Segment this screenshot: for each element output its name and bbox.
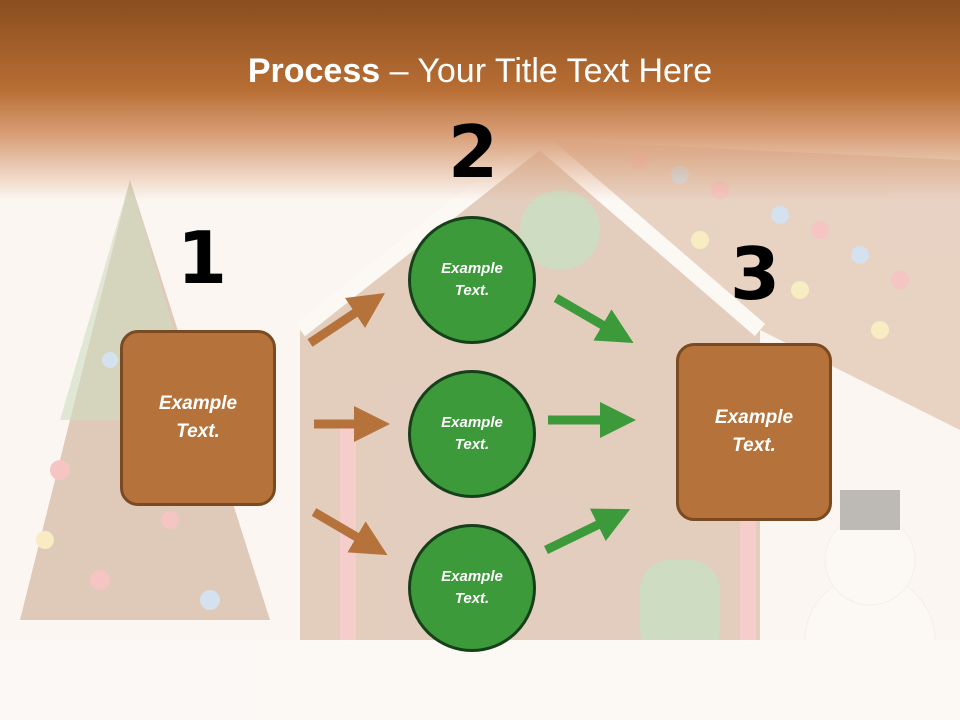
title-bold-part: Process — [247, 52, 381, 90]
arrow-right-down-green — [553, 294, 634, 344]
circle-middle-label: Example Text. — [441, 413, 503, 454]
left-text-box: Example Text. — [120, 330, 276, 506]
slide-title: Process – Your Title Text Here — [0, 52, 960, 91]
right-text-box: Example Text. — [676, 343, 832, 521]
circle-bottom: Example Text. — [408, 524, 536, 652]
step-number-3: 3 — [730, 232, 781, 316]
circle-top: Example Text. — [408, 216, 536, 344]
title-band — [0, 0, 960, 200]
right-box-label: Example Text. — [714, 406, 794, 457]
left-box-label: Example Text. — [158, 392, 238, 443]
circle-bottom-label: Example Text. — [441, 567, 503, 608]
step-number-2: 2 — [448, 110, 499, 194]
circle-middle: Example Text. — [408, 370, 536, 498]
step-number-1: 1 — [177, 216, 228, 300]
circle-top-label: Example Text. — [441, 259, 503, 300]
arrow-right-down-brown — [311, 508, 388, 556]
arrow-right-up-green — [544, 508, 631, 555]
arrow-right-up-brown — [307, 293, 385, 347]
title-rest-part: – Your Title Text Here — [380, 52, 713, 90]
